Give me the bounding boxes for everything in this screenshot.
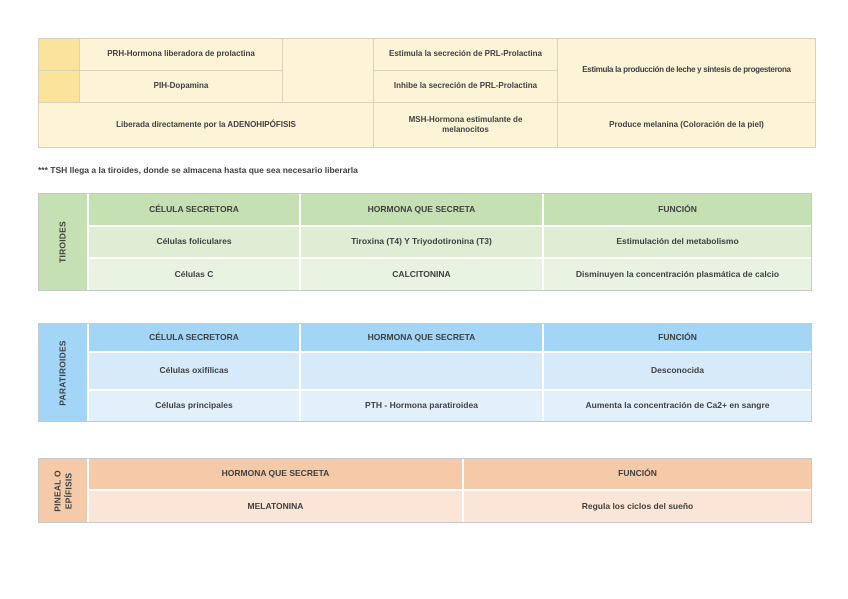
cell-pih: PIH-Dopamina: [80, 71, 282, 102]
header-hormona-que-secreta: HORMONA QUE SECRETA: [301, 324, 542, 351]
header-funcion: FUNCIÓN: [544, 194, 811, 225]
hypophysis-table: PRH-Hormona liberadora de prolactina Est…: [38, 38, 816, 148]
cell-aumenta-ca: Aumenta la concentración de Ca2+ en sang…: [544, 391, 811, 421]
cell-melatonina: MELATONINA: [89, 491, 462, 522]
hypophysis-empty-cell: [283, 39, 373, 102]
header-celula-secretora: CÉLULA SECRETORA: [89, 194, 299, 225]
cell-adenohypophysis: Liberada directamente por la ADENOHIPÓFI…: [39, 103, 373, 147]
pineal-label: PINEAL O EPÍFISIS: [52, 469, 73, 512]
paratiroides-label: PARATIROIDES: [57, 339, 68, 406]
tiroides-table: TIROIDES CÉLULA SECRETORA HORMONA QUE SE…: [38, 193, 812, 291]
cell-tiroxina: Tiroxina (T4) Y Triyodotironina (T3): [301, 227, 542, 257]
pineal-table: PINEAL O EPÍFISIS HORMONA QUE SECRETA FU…: [38, 458, 812, 523]
hypophysis-accent-cell: [39, 39, 79, 70]
header-funcion: FUNCIÓN: [544, 324, 811, 351]
cell-pth: PTH - Hormona paratiroidea: [301, 391, 542, 421]
cell-desconocida: Desconocida: [544, 353, 811, 389]
pineal-label-cell: PINEAL O EPÍFISIS: [39, 459, 87, 522]
header-hormona-que-secreta: HORMONA QUE SECRETA: [89, 459, 462, 489]
paratiroides-table: PARATIROIDES CÉLULA SECRETORA HORMONA QU…: [38, 323, 812, 422]
cell-estimulacion-metabolismo: Estimulación del metabolismo: [544, 227, 811, 257]
cell-calcitonina: CALCITONINA: [301, 259, 542, 290]
tiroides-label-cell: TIROIDES: [39, 194, 87, 290]
paratiroides-empty-cell: [301, 353, 542, 389]
cell-prh: PRH-Hormona liberadora de prolactina: [80, 39, 282, 70]
cell-celulas-foliculares: Células foliculares: [89, 227, 299, 257]
cell-celulas-oxifilicas: Células oxifílicas: [89, 353, 299, 389]
cell-disminuyen-calcio: Disminuyen la concentración plasmática d…: [544, 259, 811, 290]
cell-celulas-c: Células C: [89, 259, 299, 290]
cell-prolactin-function: Estimula la producción de leche y síntes…: [558, 39, 815, 102]
header-hormona-que-secreta: HORMONA QUE SECRETA: [301, 194, 542, 225]
tiroides-label: TIROIDES: [57, 221, 68, 263]
cell-pih-function: Inhibe la secreción de PRL-Prolactina: [374, 71, 557, 102]
cell-msh-function: Produce melanina (Coloración de la piel): [558, 103, 815, 147]
hypophysis-accent-cell: [39, 71, 79, 102]
tsh-note: *** TSH llega a la tiroides, donde se al…: [38, 165, 358, 175]
paratiroides-label-cell: PARATIROIDES: [39, 324, 87, 421]
header-celula-secretora: CÉLULA SECRETORA: [89, 324, 299, 351]
cell-celulas-principales: Células principales: [89, 391, 299, 421]
header-funcion: FUNCIÓN: [464, 459, 811, 489]
cell-regula-ciclos-sueno: Regula los ciclos del sueño: [464, 491, 811, 522]
cell-msh: MSH-Hormona estimulante de melanocitos: [374, 103, 557, 147]
cell-prh-function: Estimula la secreción de PRL-Prolactina: [374, 39, 557, 70]
